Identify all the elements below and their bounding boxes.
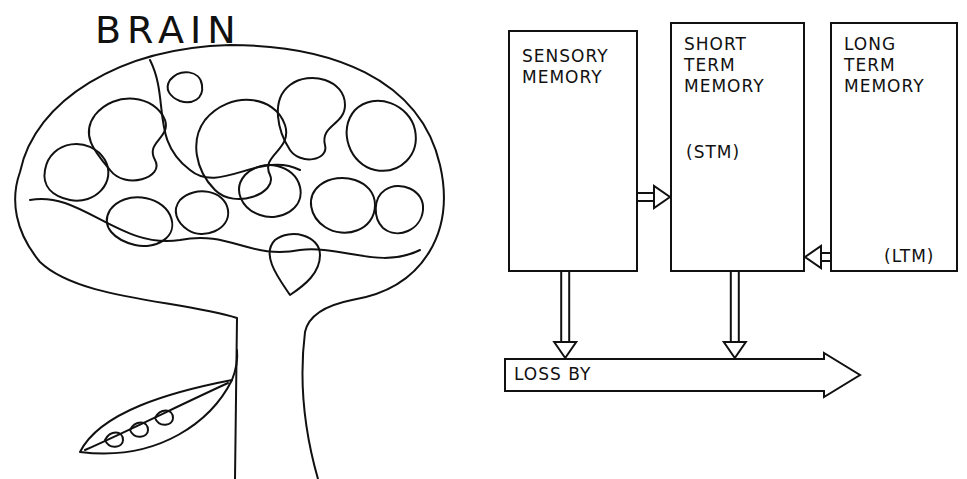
illustration-label: BRAIN — [95, 8, 242, 52]
cerebellum-lobe — [130, 423, 148, 437]
brain-fold — [30, 199, 420, 258]
arrow-shaft-fill — [562, 272, 568, 343]
memory-store-box: LONG TERM MEMORY (LTM) — [830, 22, 958, 272]
cerebellum-lobe — [155, 411, 173, 425]
hollow-arrow — [554, 272, 576, 358]
cerebellum-stalk — [232, 350, 237, 380]
brain-gyrus — [44, 144, 108, 201]
hollow-arrowhead — [554, 342, 576, 358]
brain-gyrus — [196, 100, 286, 199]
brain-gyrus — [176, 191, 228, 234]
brain-fold — [150, 60, 300, 178]
brain-gyrus — [168, 72, 203, 102]
brain-gyrus — [376, 186, 423, 233]
node-title: SHORT TERM MEMORY — [684, 34, 776, 97]
hollow-arrowhead — [724, 342, 746, 358]
cerebellum-vein — [85, 383, 228, 450]
arrow-shaft-fill — [638, 194, 655, 200]
memory-store-box: SHORT TERM MEMORY (STM) — [670, 22, 805, 272]
band-shape — [505, 353, 860, 397]
hollow-arrow — [638, 186, 670, 208]
brain-gyrus — [278, 78, 345, 159]
node-title: LOSS BY — [514, 364, 814, 385]
arrow-shaft-outline — [638, 192, 655, 202]
node-abbreviation: (LTM) — [884, 246, 954, 267]
brain-gyrus — [311, 178, 375, 233]
arrow-shaft-outline — [560, 272, 570, 343]
node-abbreviation: (STM) — [686, 142, 796, 163]
loss-band: LOSS BY — [504, 358, 860, 392]
brain-outline — [15, 45, 444, 479]
hollow-arrowhead — [654, 186, 670, 208]
hollow-arrowhead — [805, 246, 821, 268]
memory-store-box: SENSORY MEMORY — [508, 30, 638, 272]
hollow-arrow — [724, 272, 746, 358]
brain-gyrus — [107, 197, 172, 246]
hollow-arrow — [805, 246, 830, 268]
brain-gyrus — [347, 101, 416, 171]
node-title: SENSORY MEMORY — [522, 46, 634, 88]
node-title: LONG TERM MEMORY — [844, 34, 936, 97]
arrow-shaft-outline — [820, 252, 830, 262]
arrow-shaft-fill — [820, 254, 830, 260]
brain-gyrus — [239, 165, 301, 217]
brain-gyrus — [89, 99, 166, 181]
cerebellum-lobe — [105, 433, 123, 447]
cerebellum-leaf — [80, 380, 232, 453]
brain-gyrus — [270, 234, 320, 295]
arrow-shaft-outline — [730, 272, 740, 343]
arrow-shaft-fill — [732, 272, 738, 343]
